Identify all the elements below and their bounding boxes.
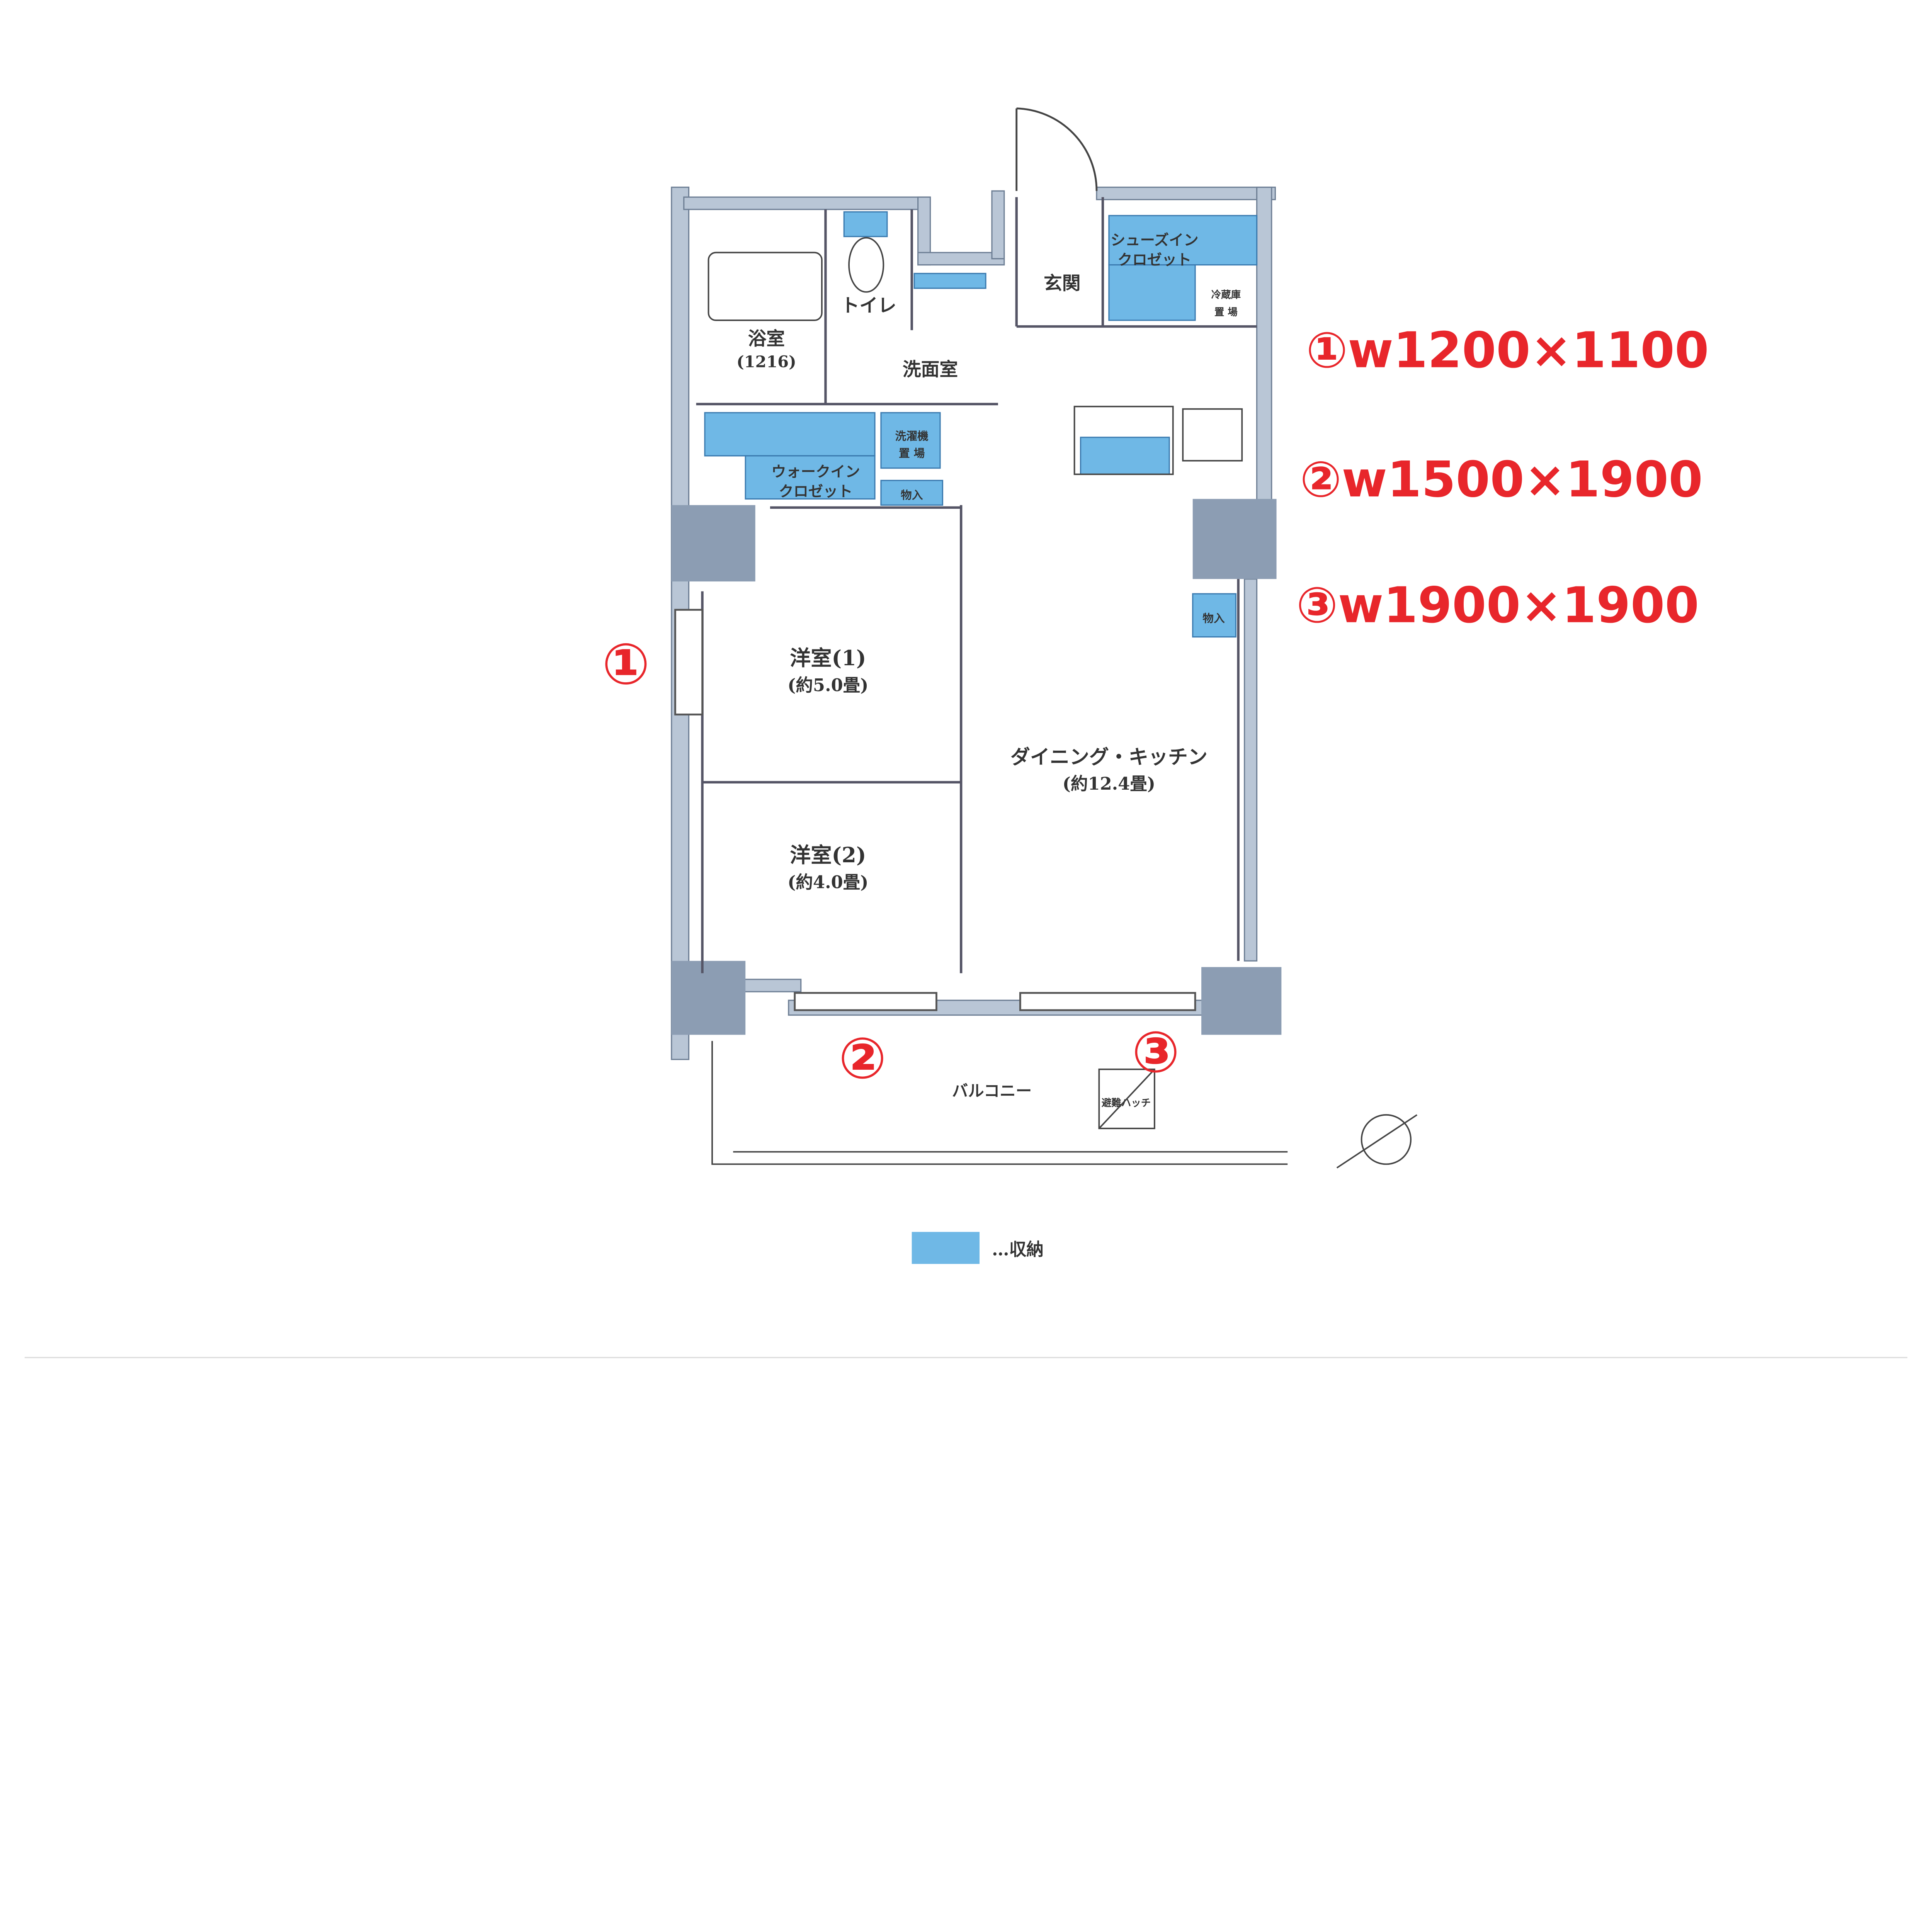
washer-label: 洗濯機 [895, 429, 929, 442]
window-3 [1019, 992, 1196, 1011]
room-entrance: 玄関 [1044, 272, 1081, 294]
room-western-1-size: (約5.0畳) [787, 675, 868, 695]
floor-plan: 浴室 (1216) トイレ 洗面室 玄関 シューズイン クロゼット 冷蔵庫 置 … [24, 107, 1908, 1358]
legend-swatch [912, 1232, 980, 1264]
compass-icon [1361, 1114, 1412, 1165]
window-1 [674, 609, 703, 715]
room-western-2-size: (約4.0畳) [787, 872, 868, 892]
room-dining-kitchen-size: (約12.4畳) [1063, 773, 1155, 794]
evac-hatch-diagonal [1098, 1069, 1155, 1129]
fridge-label: 冷蔵庫 [1211, 289, 1241, 301]
room-toilet: トイレ [841, 295, 896, 316]
fixtures [707, 237, 1418, 1169]
room-washroom: 洗面室 [903, 359, 958, 381]
window-markers: ① ② ③ [602, 631, 1180, 1091]
note-window-2: ②w1500×1900 [1300, 451, 1703, 508]
washer-label-2: 置 場 [899, 447, 925, 460]
storage-areas [704, 211, 1258, 638]
interior-walls [696, 197, 1257, 974]
window-2 [794, 992, 937, 1011]
walkin-closet-label: ウォークイン [771, 463, 860, 481]
window-size-notes: ①w1200×1100 ②w1500×1900 ③w1900×1900 [1296, 322, 1709, 634]
marker-1: ① [602, 631, 650, 697]
kitchen-sink [1073, 406, 1174, 475]
toilet-bowl [848, 237, 884, 293]
room-western-2: 洋室(2) [790, 843, 866, 867]
storage-a-label: 物入 [901, 488, 923, 501]
legend: …収納 [912, 1232, 1044, 1264]
shoes-closet-label-2: クロゼット [1117, 251, 1191, 269]
windows [674, 609, 1196, 1011]
stove [1182, 408, 1243, 462]
wall-columns [671, 499, 1282, 1035]
room-labels: 浴室 (1216) トイレ 洗面室 玄関 シューズイン クロゼット 冷蔵庫 置 … [736, 232, 1241, 1109]
room-bath: 浴室 [748, 328, 785, 350]
evac-hatch-label: 避難ハッチ [1102, 1098, 1151, 1109]
room-bath-size: (1216) [736, 352, 796, 371]
note-window-1: ①w1200×1100 [1306, 322, 1709, 379]
marker-3: ③ [1132, 1019, 1180, 1085]
balcony-rail [711, 1041, 1288, 1165]
room-dining-kitchen: ダイニング・キッチン [1010, 746, 1208, 769]
storage-b-label: 物入 [1202, 612, 1225, 625]
compass-needle-icon [1336, 1114, 1418, 1169]
evac-hatch [1098, 1068, 1155, 1129]
walls [671, 187, 1276, 1060]
legend-label: …収納 [992, 1239, 1044, 1259]
walkin-closet-label-2: クロゼット [779, 483, 852, 500]
shoes-closet-label: シューズイン [1111, 232, 1199, 249]
room-balcony: バルコニー [952, 1081, 1032, 1100]
bathtub [707, 251, 823, 321]
note-window-3: ③w1900×1900 [1296, 577, 1699, 634]
room-western-1: 洋室(1) [790, 646, 866, 670]
marker-2: ② [838, 1025, 886, 1091]
fridge-label-2: 置 場 [1214, 306, 1238, 318]
entrance-door [1015, 107, 1098, 191]
